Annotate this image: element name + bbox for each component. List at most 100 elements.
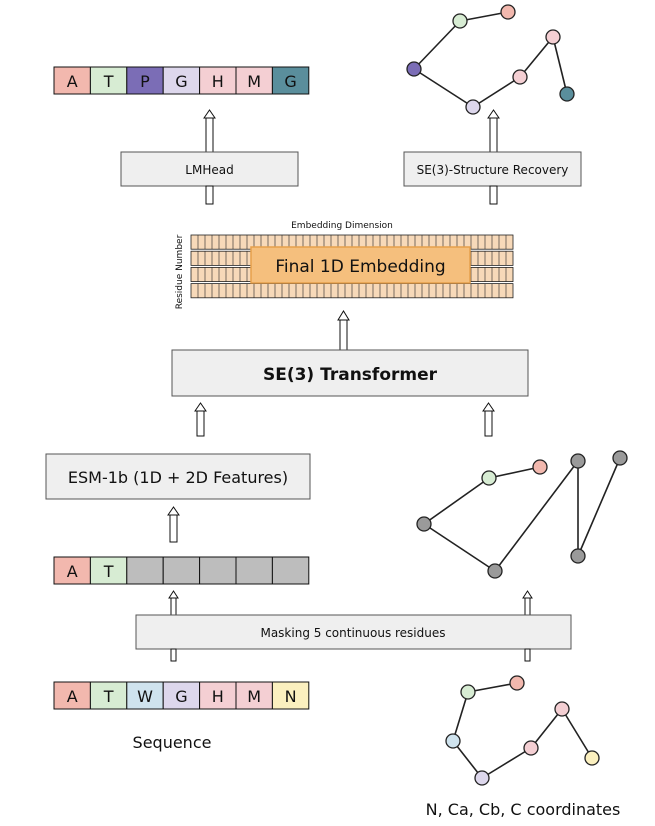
- input-sequence-cell: H: [199, 681, 237, 710]
- connector-embedding-to-recovery: [489, 185, 498, 205]
- top-sequence-cell: T: [89, 66, 128, 95]
- final-embedding-label: Final 1D Embedding: [275, 257, 445, 277]
- input-sequence-cell: M: [235, 681, 273, 710]
- arrow-lmhead-to-sequence: [203, 109, 216, 153]
- masked-graph-edge: [577, 457, 621, 557]
- embedding-dimension-label: Embedding Dimension: [291, 221, 393, 231]
- top-sequence-cell: G: [271, 66, 310, 95]
- input-graph-edge: [481, 747, 532, 779]
- masked-structure-graph: [416, 450, 628, 579]
- residue-number-label: Residue Number: [175, 234, 185, 309]
- input-graph-edge: [530, 708, 563, 749]
- input-graph-node: [460, 684, 476, 700]
- top-graph-edge: [552, 36, 568, 95]
- top-graph-edge: [472, 76, 521, 108]
- structure-recovery-box: SE(3)-Structure Recovery: [403, 151, 582, 187]
- masked-graph-node: [487, 563, 503, 579]
- input-graph-node: [445, 733, 461, 749]
- input-sequence-cell: N: [271, 681, 310, 710]
- esm-box: ESM-1b (1D + 2D Features): [45, 453, 311, 500]
- masked-sequence-cell: A: [53, 556, 91, 585]
- arrow-recovery-to-structure: [487, 109, 500, 153]
- input-graph-edge: [452, 691, 469, 742]
- masking-label: Masking 5 continuous residues: [260, 626, 445, 640]
- esm-label: ESM-1b (1D + 2D Features): [68, 468, 288, 487]
- masked-graph-edge: [423, 477, 490, 525]
- top-graph-node: [452, 13, 468, 29]
- top-sequence-cell: M: [235, 66, 273, 95]
- masked-sequence-letter: T: [103, 562, 114, 581]
- top-sequence-letter: P: [140, 72, 150, 91]
- input-graph-node: [523, 740, 539, 756]
- masked-graph-edge: [488, 466, 541, 479]
- top-sequence-letter: H: [212, 72, 224, 91]
- top-graph-node: [500, 4, 516, 20]
- top-sequence-letter: M: [247, 72, 261, 91]
- connector-embedding-to-lmhead: [205, 185, 214, 205]
- sequence-caption: Sequence: [133, 733, 212, 752]
- lmhead-box: LMHead: [120, 151, 299, 187]
- structure-recovery-label: SE(3)-Structure Recovery: [417, 163, 569, 177]
- top-graph-node: [512, 69, 528, 85]
- input-sequence-letter: M: [247, 687, 261, 706]
- masked-sequence-cell: [235, 556, 273, 585]
- input-sequence-cell: G: [162, 681, 201, 710]
- masked-sequence-cell: [271, 556, 310, 585]
- connector-sequence-to-masking: [170, 648, 177, 662]
- connector-structure-to-masking: [524, 648, 531, 662]
- top-graph-edge: [413, 20, 461, 70]
- masked-sequence-cell: T: [89, 556, 128, 585]
- input-graph-node: [584, 750, 600, 766]
- top-sequence-letter: T: [103, 72, 114, 91]
- se3-transformer-label: SE(3) Transformer: [263, 365, 438, 385]
- input-sequence-letter: W: [137, 687, 153, 706]
- coordinates-caption: N, Ca, Cb, C coordinates: [426, 800, 621, 819]
- top-sequence-letter: G: [175, 72, 187, 91]
- arrow-esm-to-transformer: [194, 402, 207, 437]
- input-graph-edge: [561, 708, 593, 759]
- top-graph-edge: [519, 36, 554, 78]
- top-sequence-letter: G: [284, 72, 296, 91]
- masked-sequence-letter: A: [67, 562, 78, 581]
- input-sequence-cell: A: [53, 681, 91, 710]
- input-structure-graph: [445, 675, 600, 786]
- top-graph-edge: [413, 68, 474, 108]
- masked-sequence-cell: [199, 556, 237, 585]
- input-sequence-cell: T: [89, 681, 128, 710]
- input-sequence-letter: H: [212, 687, 224, 706]
- top-graph-node: [465, 99, 481, 115]
- masked-graph-node: [570, 548, 586, 564]
- top-sequence-letter: A: [67, 72, 78, 91]
- input-sequence-letter: A: [67, 687, 78, 706]
- masked-graph-node: [416, 516, 432, 532]
- top-sequence-cell: G: [162, 66, 201, 95]
- input-graph-node: [509, 675, 525, 691]
- top-sequence-cell: A: [53, 66, 91, 95]
- masked-graph-node: [481, 470, 497, 486]
- top-graph-node: [559, 86, 575, 102]
- masked-sequence-cell: [162, 556, 201, 585]
- top-graph-node: [406, 61, 422, 77]
- masked-graph-node: [612, 450, 628, 466]
- masked-graph-edge: [423, 523, 496, 572]
- input-graph-edge: [452, 740, 483, 779]
- arrow-masked-to-esm: [167, 506, 180, 543]
- input-sequence-letter: N: [285, 687, 297, 706]
- input-graph-node: [474, 770, 490, 786]
- arrow-transformer-to-embedding: [337, 310, 350, 351]
- input-sequence-letter: G: [175, 687, 187, 706]
- lmhead-label: LMHead: [185, 163, 233, 177]
- masked-sequence-cell: [126, 556, 164, 585]
- top-structure-graph: [406, 4, 575, 115]
- masked-graph-edge: [494, 460, 579, 572]
- se3-transformer-box: SE(3) Transformer: [171, 349, 529, 397]
- arrow-structure-to-transformer: [482, 402, 495, 437]
- top-sequence-cell: H: [199, 66, 237, 95]
- arrow-masking-to-structure: [522, 590, 533, 616]
- masking-box: Masking 5 continuous residues: [135, 614, 572, 650]
- input-graph-node: [554, 701, 570, 717]
